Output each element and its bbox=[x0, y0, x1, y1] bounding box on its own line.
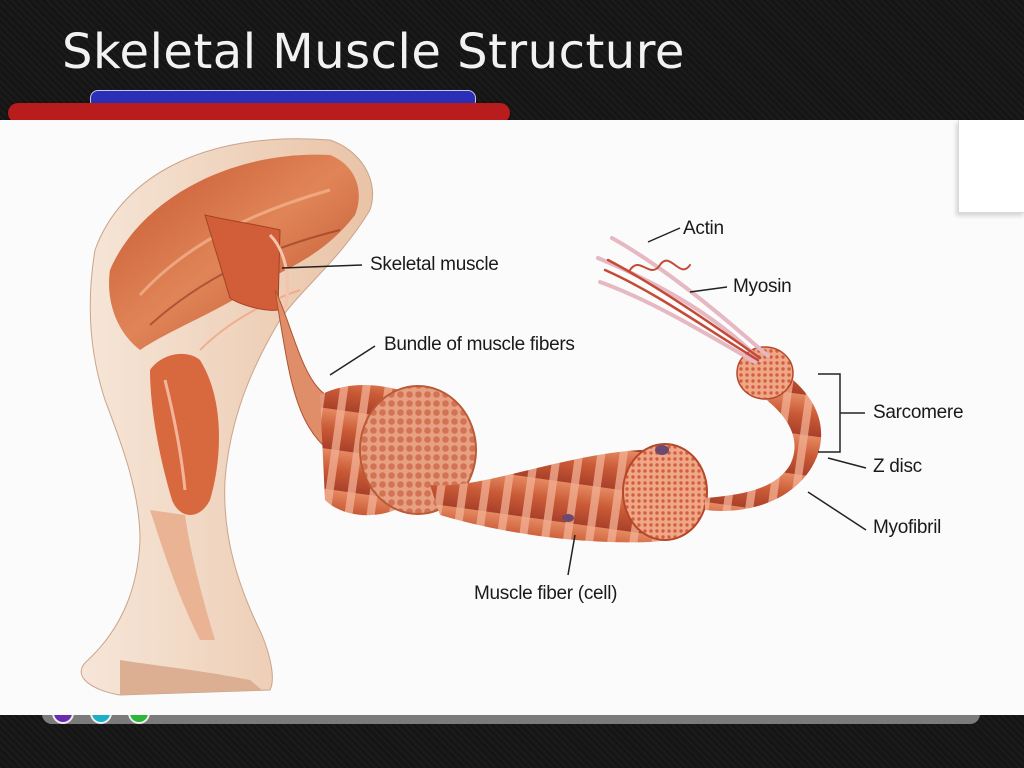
label-skeletal-muscle: Skeletal muscle bbox=[370, 254, 499, 275]
muscle-structure-illustration bbox=[80, 138, 867, 696]
label-bundle-of-muscle-fibers: Bundle of muscle fibers bbox=[384, 334, 575, 355]
label-z-disc: Z disc bbox=[873, 456, 922, 477]
label-myofibril: Myofibril bbox=[873, 517, 942, 538]
label-myosin: Myosin bbox=[733, 276, 792, 297]
label-sarcomere: Sarcomere bbox=[873, 402, 964, 423]
title-accent-red-bar bbox=[8, 103, 510, 123]
muscle-fiber bbox=[430, 443, 708, 543]
leg-illustration bbox=[80, 138, 374, 696]
leader-lines bbox=[281, 227, 867, 576]
actin-myosin-filaments bbox=[596, 236, 770, 364]
myofibril bbox=[705, 346, 822, 511]
label-actin: Actin bbox=[683, 218, 724, 239]
side-card bbox=[958, 120, 1024, 213]
bundle-of-fibers bbox=[274, 289, 477, 516]
slide-title: Skeletal Muscle Structure bbox=[62, 24, 685, 80]
label-muscle-fiber-cell: Muscle fiber (cell) bbox=[474, 583, 618, 604]
